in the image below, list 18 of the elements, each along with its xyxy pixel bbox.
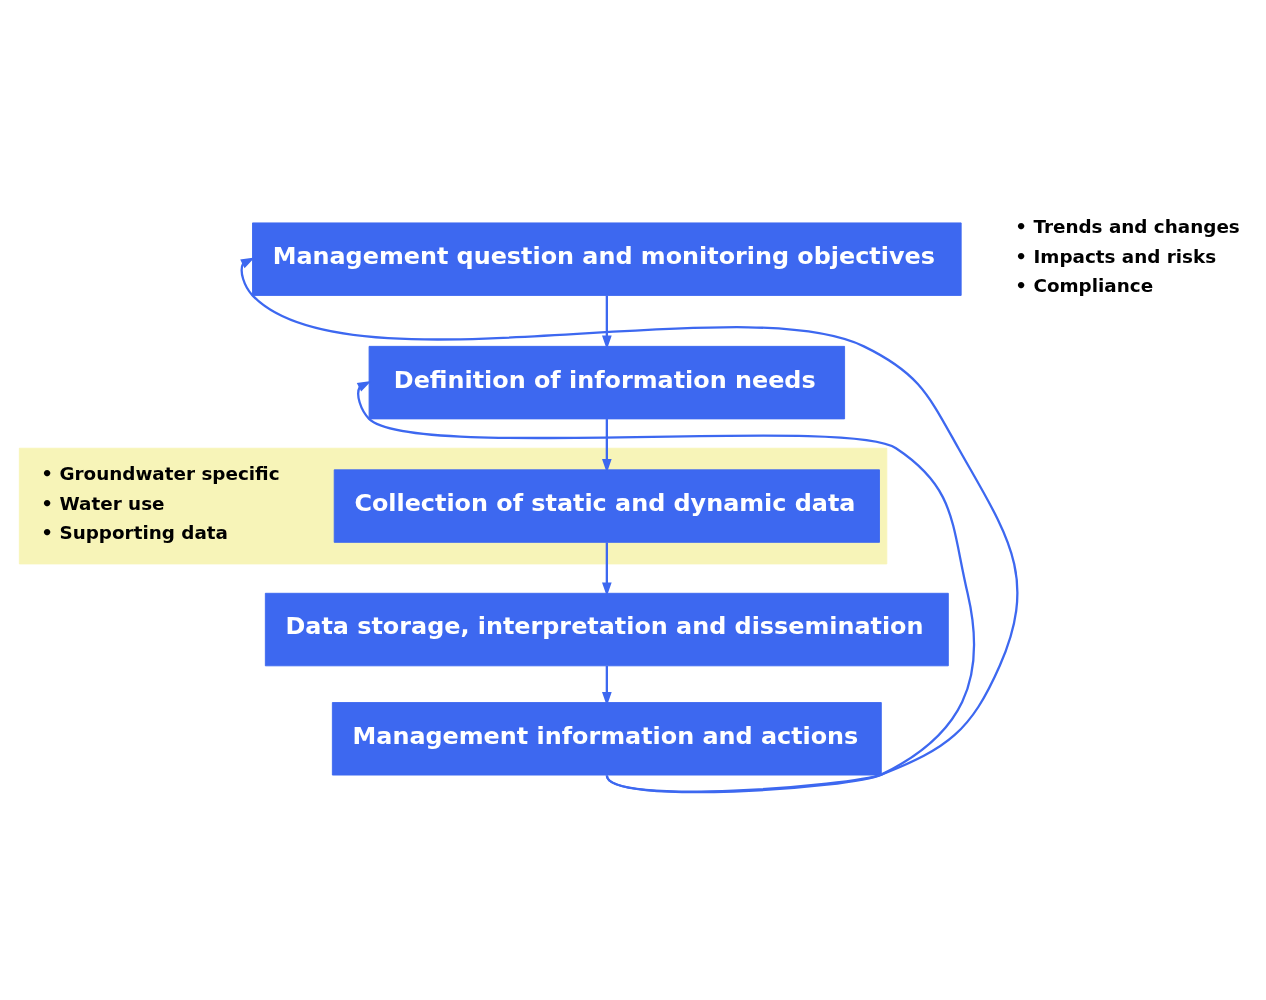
arrow [602,295,612,349]
node-label: • Compliance [1015,274,1154,296]
arrow [602,418,612,473]
node-label: • Supporting data [41,521,228,543]
node-box: Definition of information needs [368,345,846,419]
node-box: Data storage, interpretation and dissemination [264,592,949,666]
node-label: • Trends and changes [1015,215,1240,237]
node-box: Management information and actions [331,701,882,775]
node-box: Management question and monitoring objectives [252,221,962,296]
arrow [602,542,612,596]
arrow [356,380,976,793]
cluster [18,447,888,564]
arrow [602,665,612,706]
node-label: • Water use [41,492,165,514]
node-box: Collection of static and dynamic data [333,468,880,543]
arrow [240,257,1019,793]
node-label: • Groundwater specific [41,462,280,484]
node-label: • Impacts and risks [1015,245,1217,267]
